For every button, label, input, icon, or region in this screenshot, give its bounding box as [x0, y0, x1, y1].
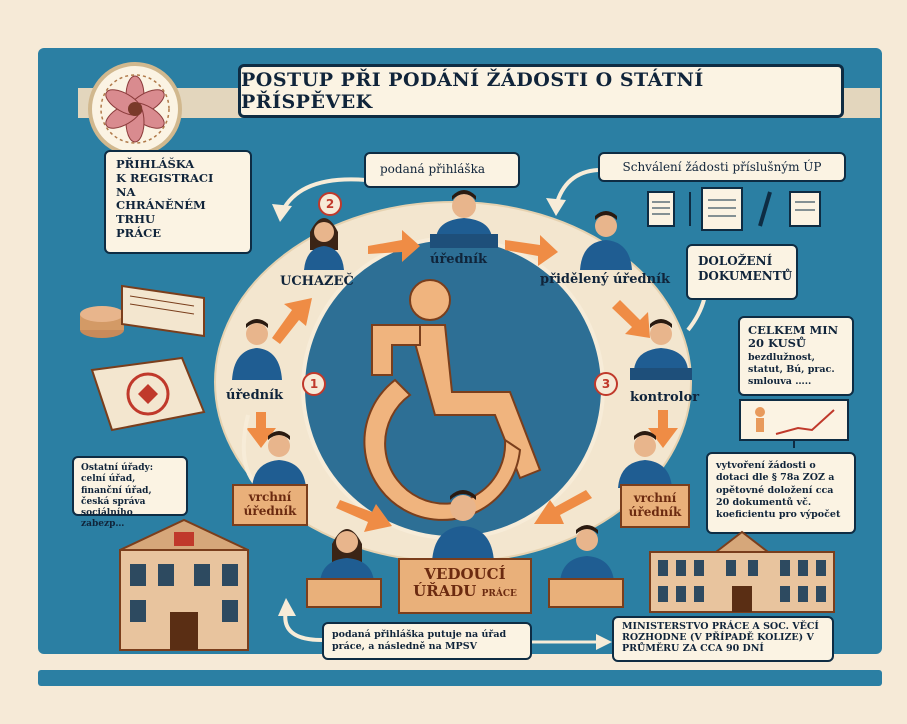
- clerk-right-desk: [548, 578, 624, 608]
- label-applicant: UCHAZEČ: [280, 274, 354, 289]
- label-officer-top: úředník: [430, 252, 488, 267]
- page-title: POSTUP PŘI PODÁNÍ ŽÁDOSTI O STÁTNÍ PŘÍSP…: [238, 64, 844, 118]
- senior-right-label-line1: vrchní: [633, 491, 677, 505]
- senior-left-label-line2: úředník: [243, 503, 297, 518]
- form-line-3: NA: [116, 184, 136, 199]
- woman-clerk-figure: [320, 529, 374, 582]
- arrow-senior-right-to-head: [534, 490, 592, 524]
- application-form: PŘIHLÁŠKA K REGISTRACI NA CHRÁNĚNÉM TRHU…: [104, 150, 252, 254]
- callout-approved: Schválení žádosti příslušným ÚP: [598, 152, 846, 182]
- head-label-suffix: PRÁCE: [481, 589, 517, 600]
- arrow-to-ministry: [596, 634, 612, 650]
- stamped-booklet-icon: [90, 356, 206, 432]
- step-number-3: 3: [594, 372, 618, 396]
- callout-documents-list: CELKEM MIN 20 KUSŮ bezdlužnost, statut, …: [738, 316, 854, 396]
- form-line-1: PŘIHLÁŠKA: [116, 157, 195, 171]
- arrow-up-to-applicant: [272, 298, 312, 344]
- labour-office-building-icon: [119, 518, 249, 651]
- form-line-5: TRHU: [116, 212, 156, 227]
- step-number-2: 2: [318, 192, 342, 216]
- arrow-applicant-to-officer: [368, 230, 420, 262]
- books-icon: [80, 284, 205, 338]
- document-icons: [647, 187, 821, 231]
- arrow-senior-left-to-head: [336, 500, 392, 532]
- head-label-line2: ÚŘADU: [413, 582, 477, 601]
- documents-count: CELKEM MIN 20 KUSŮ: [748, 323, 839, 351]
- curved-arrowhead-submitted: [272, 204, 292, 222]
- form-line-4: CHRÁNĚNÉM: [116, 198, 206, 213]
- documents-items: bezdlužnost, statut, Bú, prac. smlouva ……: [748, 352, 835, 388]
- arrow-officer-left-down: [246, 412, 276, 448]
- callout-submitted: podaná přihláška: [364, 152, 520, 188]
- label-controller: kontrolor: [630, 390, 700, 405]
- callout-to-mpsv: podaná přihláška putuje na úřad práce, a…: [322, 622, 532, 660]
- presentation-board-icon: [739, 399, 849, 448]
- arrow-officer-to-assigned: [505, 235, 558, 266]
- curved-arrowhead-approved: [546, 198, 566, 216]
- label-assigned-officer: přidělený úředník: [540, 272, 671, 287]
- callout-other-offices: Ostatní úřady: celní úřad, finanční úřad…: [72, 456, 188, 529]
- senior-left-desk: vrchní úředník: [232, 484, 308, 526]
- bottom-bar: [38, 670, 882, 686]
- senior-left-figure: [252, 431, 306, 488]
- applicant-figure: [304, 218, 344, 270]
- ministry-building-icon: [649, 530, 835, 613]
- form-line-6: PRÁCE: [116, 225, 162, 240]
- callout-ministry: MINISTERSTVO PRÁCE A SOC. VĚCÍ ROZHODNE …: [612, 616, 834, 662]
- head-label-line1: VEDOUCÍ: [424, 565, 506, 583]
- assigned-officer-figure: [580, 211, 632, 270]
- callout-subsidy-request: vytvoření žádosti o dotaci dle § 78a ZOZ…: [706, 452, 856, 534]
- senior-left-label-line1: vrchní: [248, 490, 292, 504]
- label-officer-left: úředník: [226, 388, 284, 403]
- senior-right-desk: vrchní úředník: [620, 484, 690, 528]
- clerk-right-figure: [560, 525, 614, 582]
- flower-emblem-icon: [88, 62, 182, 156]
- form-line-2: K REGISTRACI: [116, 170, 214, 185]
- callout-documents-title: DOLOŽENÍ DOKUMENTŮ: [686, 244, 798, 300]
- curved-arrow-submitted: [280, 177, 367, 213]
- controller-figure: [630, 319, 692, 380]
- curved-arrowhead-bottom: [278, 598, 296, 616]
- woman-clerk-desk: [306, 578, 382, 608]
- arrow-assigned-to-controller: [612, 300, 650, 338]
- senior-right-label-line2: úředník: [628, 504, 682, 519]
- senior-right-figure: [618, 431, 672, 488]
- officer-left-figure: [232, 319, 282, 380]
- arrow-controller-down: [648, 410, 678, 448]
- wheelchair-icon: [363, 279, 542, 521]
- head-of-office-figure: [432, 490, 494, 562]
- officer-top-figure: [430, 190, 498, 248]
- head-of-office-desk: VEDOUCÍ ÚŘADU PRÁCE: [398, 558, 532, 614]
- step-number-1: 1: [302, 372, 326, 396]
